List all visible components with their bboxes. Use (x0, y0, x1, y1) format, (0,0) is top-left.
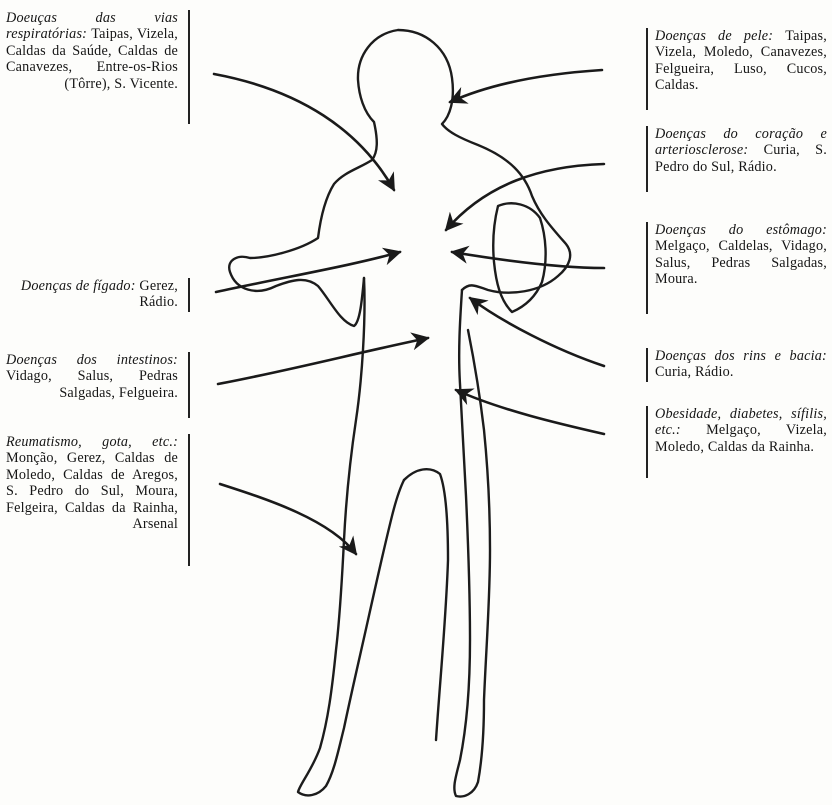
label-skin-title: Doenças de pele: (655, 28, 785, 44)
pointer-arrows (214, 70, 604, 554)
arrow-kidneys (470, 298, 604, 366)
label-liver-places: Gerez, Rádio. (139, 278, 178, 310)
label-rheumatism-title: Reumatismo, gota, etc.: (6, 434, 178, 450)
label-liver: Doenças de fígado: Gerez, Rádio. (6, 278, 190, 312)
arrow-stomach (452, 252, 604, 268)
label-intestines: Doenças dos intestinos: Vidago, Salus, P… (6, 352, 190, 418)
arrow-intestines (218, 338, 428, 384)
arrow-skin (450, 70, 602, 102)
label-skin: Doenças de pele: Taipas, Vizela, Moledo,… (646, 28, 827, 110)
arrow-obesity (456, 390, 604, 434)
arrow-heart (446, 164, 604, 230)
arrow-rheumatism (220, 484, 356, 554)
label-obesity: Obesidade, diabetes, sífilis, etc.: Melg… (646, 406, 827, 478)
label-heart: Doenças do coração e arteriosclerose: Cu… (646, 126, 827, 192)
label-kidneys: Doenças dos rins e bacia: Curia, Rádio. (646, 348, 827, 382)
label-respiratory: Doeuças das vias respiratórias: Taipas, … (6, 10, 190, 124)
label-stomach: Doenças do estômago: Melgaço, Caldelas, … (646, 222, 827, 314)
label-kidneys-title: Doenças dos rins e bacia: (655, 348, 827, 364)
label-intestines-places: Vidago, Salus, Pedras Salgadas, Felgueir… (6, 368, 178, 400)
label-stomach-title: Doenças do estômago: (655, 222, 827, 238)
label-kidneys-places: Curia, Rádio. (655, 364, 734, 380)
label-stomach-places: Melgaço, Caldelas, Vidago, Salus, Pedras… (655, 238, 827, 287)
label-intestines-title: Doenças dos intestinos: (6, 352, 178, 368)
arrow-liver (216, 252, 400, 292)
arrow-respiratory (214, 74, 394, 190)
label-liver-title: Doenças de fígado: (21, 278, 139, 294)
label-rheumatism-places: Monção, Gerez, Caldas de Moledo, Caldas … (6, 450, 178, 532)
label-rheumatism: Reumatismo, gota, etc.: Monção, Gerez, C… (6, 434, 190, 566)
